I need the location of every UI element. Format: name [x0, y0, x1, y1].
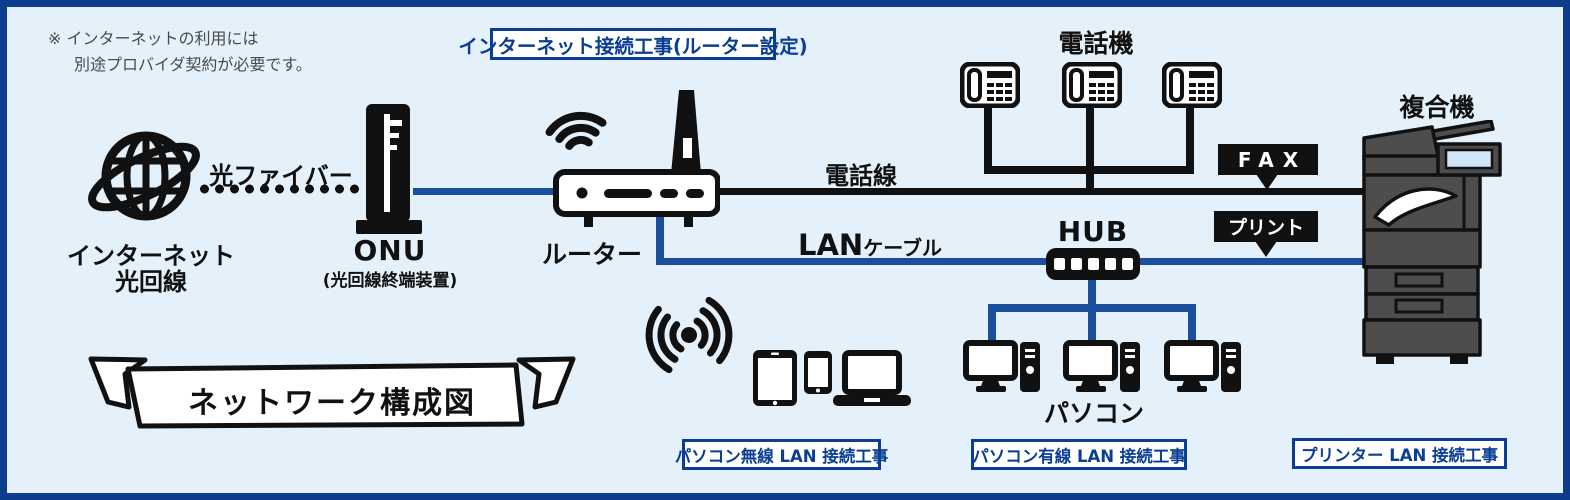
- provider-note-line2: 別途プロバイダ契約が必要です。: [74, 54, 312, 74]
- ribbon-banner: ネットワーク構成図: [88, 354, 576, 432]
- telephone-icon: [1162, 62, 1222, 108]
- fiber-cable-label: 光ファイバー: [209, 162, 353, 190]
- onu-sublabel: (光回線終端装置): [322, 271, 458, 291]
- provider-note: ※ インターネットの利用には 別途プロバイダ契約が必要です。: [48, 26, 312, 77]
- wifi-signal-icon: [545, 111, 607, 150]
- pc-wireless-label: パソコン無線 LAN 接続工事: [674, 446, 889, 466]
- desktop-pc-icon: [963, 340, 1041, 396]
- tablet-icon: [752, 349, 798, 407]
- phone-line-cable: [713, 188, 1364, 195]
- lan-cable-vertical: [656, 210, 664, 265]
- fax-badge-label: FAX: [1237, 147, 1308, 172]
- fax-badge: FAX: [1218, 144, 1318, 175]
- mfp-label: 複合機: [1399, 93, 1475, 122]
- pc-drop-wire: [1088, 304, 1096, 344]
- print-badge: プリント: [1214, 211, 1318, 242]
- internet-label-line2: 光回線: [115, 268, 187, 296]
- banner-title: ネットワーク構成図: [188, 386, 476, 421]
- desktop-pc-icon: [1164, 340, 1242, 396]
- telephone-icon: [1062, 62, 1122, 108]
- internet-label-line1: インターネット: [67, 242, 235, 270]
- router-label: ルーター: [541, 240, 643, 269]
- printer-lan-label: プリンター LAN 接続工事: [1300, 445, 1499, 465]
- phone-bus-wire: [984, 166, 1194, 174]
- hub-icon: [1045, 247, 1141, 281]
- phone-drop-wire: [1186, 104, 1194, 170]
- lan-cable-label-main: LAN: [798, 228, 864, 262]
- fiber-dotted-line: [197, 184, 360, 194]
- pcs-label: パソコン: [1043, 399, 1145, 428]
- router-setup-label: インターネット接続工事(ルーター設定): [458, 34, 808, 58]
- onu-icon: [356, 102, 422, 236]
- lan-cable-label: LANケーブル: [798, 228, 942, 262]
- lan-cable-trunk: [656, 258, 1364, 265]
- globe-icon: [84, 114, 206, 240]
- print-badge-pointer: [1255, 241, 1277, 257]
- smartphone-icon: [803, 350, 833, 395]
- router-icon: [540, 90, 720, 230]
- printer-lan-construction-box: プリンター LAN 接続工事: [1292, 438, 1507, 469]
- pc-wireless-construction-box: パソコン無線 LAN 接続工事: [675, 439, 888, 470]
- phone-line-label: 電話線: [825, 162, 897, 190]
- phones-label: 電話機: [1058, 29, 1134, 58]
- pc-drop-wire: [1188, 304, 1196, 344]
- pc-wired-construction-box: パソコン有線 LAN 接続工事: [971, 439, 1187, 470]
- provider-note-line1: ※ インターネットの利用には: [48, 29, 259, 48]
- phone-drop-wire: [1086, 104, 1094, 195]
- hub-drop-wire: [1088, 278, 1096, 309]
- pc-wired-label: パソコン有線 LAN 接続工事: [972, 446, 1186, 466]
- laptop-icon: [832, 350, 912, 408]
- onu-label: ONU: [353, 234, 427, 267]
- mfp-printer-icon: [1358, 120, 1503, 365]
- wireless-broadcast-icon: [636, 296, 742, 374]
- print-badge-label: プリント: [1227, 217, 1304, 239]
- desktop-pc-icon: [1063, 340, 1141, 396]
- hub-label: HUB: [1057, 215, 1129, 248]
- telephone-icon: [960, 62, 1020, 108]
- onu-router-cable: [413, 188, 559, 195]
- phone-drop-wire: [984, 104, 992, 170]
- router-setup-construction-box: インターネット接続工事(ルーター設定): [458, 28, 808, 60]
- lan-cable-label-sub: ケーブル: [863, 236, 943, 260]
- fax-badge-pointer: [1256, 174, 1278, 190]
- pc-drop-wire: [988, 304, 996, 344]
